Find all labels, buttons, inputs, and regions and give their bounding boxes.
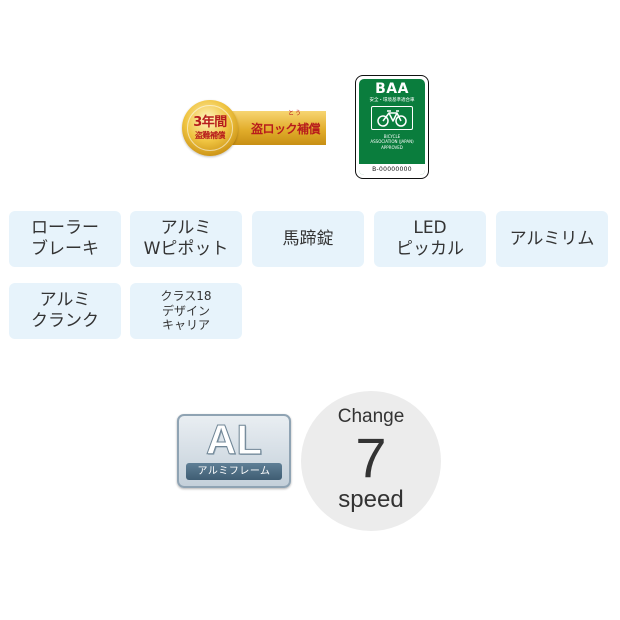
feature-tag-label: 馬蹄錠: [282, 228, 334, 249]
theft-insurance-years: 3年間: [193, 114, 227, 130]
gear-speed-number: 7: [355, 425, 387, 489]
theft-insurance-ribbon: とう 盗ロック補償: [222, 110, 326, 145]
baa-org-line2: ASSOCIATION (JAPAN): [370, 139, 414, 145]
feature-tag-roller-brake: ローラー ブレーキ: [9, 211, 121, 267]
aluminum-frame-badge: AL アルミフレーム: [177, 414, 291, 488]
feature-tag-class18-carrier: クラス18 デザイン キャリア: [130, 283, 242, 339]
theft-insurance-label: 盗ロック補償: [250, 121, 321, 136]
feature-tag-label: アルミ Wピポット: [143, 218, 229, 259]
gear-speed-bottom-label: speed: [338, 485, 404, 513]
feature-tag-label: アルミリム: [509, 228, 595, 249]
baa-organization: BICYCLE ASSOCIATION (JAPAN) APPROVED: [370, 134, 413, 150]
feature-tag-led-light: LED ピッカル: [374, 211, 486, 267]
baa-certification-mark: BAA 安全・環境基準適合車 BICYCLE ASSOCIATION (JAPA…: [355, 75, 429, 179]
feature-tag-label: アルミ クランク: [31, 290, 99, 331]
baa-org-line3: APPROVED: [381, 144, 403, 150]
feature-tag-label: LED ピッカル: [396, 218, 464, 259]
bicycle-icon: [371, 106, 413, 130]
baa-org-line1: BICYCLE: [383, 134, 401, 139]
theft-insurance-subtitle: 盗難補償: [195, 130, 226, 140]
baa-title: BAA: [375, 81, 409, 97]
baa-number: B-00000000: [359, 164, 425, 175]
gear-speed-top-label: Change: [337, 405, 405, 427]
feature-tag-label: ローラー ブレーキ: [31, 218, 99, 259]
feature-tag-aluminum-rim: アルミリム: [496, 211, 608, 267]
feature-tag-label: クラス18 デザイン キャリア: [160, 289, 212, 333]
feature-tag-horseshoe-lock: 馬蹄錠: [252, 211, 364, 267]
theft-insurance-badge: とう 盗ロック補償 3年間 盗難補償: [182, 100, 338, 156]
aluminum-frame-letters: AL: [206, 416, 263, 463]
gear-speed-badge: Change 7 speed: [301, 391, 441, 531]
aluminum-frame-caption: アルミフレーム: [186, 463, 282, 480]
feature-tag-aluminum-crank: アルミ クランク: [9, 283, 121, 339]
theft-insurance-ruby: とう: [288, 110, 303, 117]
baa-subtitle: 安全・環境基準適合車: [369, 98, 415, 103]
feature-tag-aluminum-pivot: アルミ Wピポット: [130, 211, 242, 267]
theft-insurance-medal: 3年間 盗難補償: [182, 100, 238, 156]
